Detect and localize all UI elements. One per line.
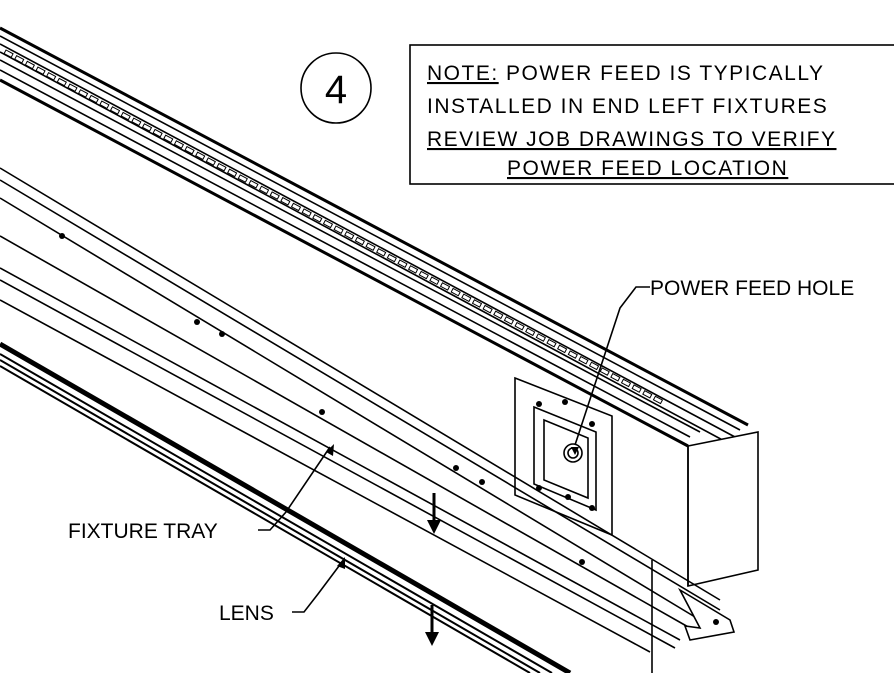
perforation-slot (120, 111, 131, 121)
perforation-slot (46, 72, 57, 81)
perforation-slot (631, 384, 642, 393)
perforation-slot (397, 259, 408, 269)
note-box: NOTE: POWER FEED IS TYPICALLY INSTALLED … (409, 44, 894, 185)
perforation-slot (471, 299, 483, 308)
perforation-slot (269, 191, 280, 200)
step-number-badge: 4 (300, 52, 372, 124)
note-line-4: POWER FEED LOCATION (507, 157, 788, 180)
perforation-slot (67, 83, 78, 93)
perforation-slot (620, 378, 632, 388)
callout-fixture-tray: FIXTURE TRAY (68, 444, 334, 543)
perforation-slot (258, 185, 270, 195)
down-arrow-lens (425, 605, 439, 646)
perforation-slot (376, 248, 387, 257)
perforation-slot (131, 117, 142, 127)
perforation-slot (35, 66, 46, 75)
perforation-slot (567, 350, 578, 359)
perforation-slot (354, 236, 366, 246)
fixture-housing (0, 26, 759, 588)
perforation-slot (333, 225, 344, 234)
perforation-slot (514, 321, 525, 331)
perforation-slot (77, 89, 89, 98)
perforation-slot (205, 157, 216, 166)
note-line-1: NOTE: POWER FEED IS TYPICALLY (427, 62, 824, 85)
note-line-2: INSTALLED IN END LEFT FIXTURES (427, 95, 828, 118)
perforation-slot (99, 100, 110, 110)
perforation-slot (56, 77, 67, 87)
perforation-slot (461, 293, 472, 303)
perforation-slot (322, 219, 334, 229)
perforation-slot (3, 49, 14, 58)
perforation-slot (14, 55, 25, 64)
perforation-slot (535, 333, 546, 342)
rail-perforations (3, 49, 664, 405)
step-number: 4 (325, 68, 347, 112)
down-arrow-tray (427, 493, 441, 534)
perforation-slot (344, 231, 355, 240)
perforation-slot (237, 174, 248, 183)
callout-power-feed-hole: POWER FEED HOLE (571, 277, 854, 455)
perforation-slot (173, 140, 185, 149)
perforation-slot (556, 344, 568, 354)
perforation-slot (450, 287, 461, 297)
lens-body (0, 341, 572, 673)
callout-lens: LENS (219, 557, 345, 625)
perforation-slot (642, 389, 653, 399)
perforation-slot (407, 265, 419, 274)
power-feed-hole-label: POWER FEED HOLE (650, 277, 854, 300)
perforation-slot (546, 338, 557, 348)
perforation-slot (24, 60, 36, 70)
perforation-slot (610, 372, 621, 382)
perforation-slot (493, 310, 504, 320)
perforation-slot (88, 94, 99, 104)
perforation-slot (312, 213, 323, 223)
fixture-tray-body (0, 167, 736, 673)
perforation-slot (578, 355, 589, 365)
perforation-slot (152, 128, 163, 138)
perforation-slot (301, 208, 312, 217)
perforation-slot (195, 151, 206, 161)
fixture-tray-label: FIXTURE TRAY (68, 520, 218, 543)
lens-label: LENS (219, 602, 274, 625)
note-prefix: NOTE: (427, 62, 499, 85)
perforation-slot (184, 145, 195, 155)
perforation-slot (525, 327, 536, 337)
perforation-slot (163, 134, 174, 144)
perforation-slot (503, 316, 515, 325)
perforation-slot (141, 123, 153, 132)
perforation-slot (482, 304, 493, 314)
perforation-slot (248, 179, 259, 189)
perforation-slot (365, 242, 376, 251)
perforation-slot (439, 282, 451, 291)
perforation-slot (290, 202, 302, 212)
perforation-slot (109, 106, 121, 115)
perforation-slot (216, 162, 227, 172)
perforation-slot (429, 276, 440, 286)
perforation-slot (652, 395, 664, 405)
perforation-slot (599, 367, 610, 376)
note-line-3: REVIEW JOB DRAWINGS TO VERIFY (427, 128, 837, 151)
perforation-slot (588, 361, 600, 371)
perforation-slot (386, 253, 397, 263)
perforation-slot (418, 270, 429, 280)
perforation-slot (226, 168, 238, 178)
perforation-slot (280, 196, 291, 206)
power-feed-plate (514, 376, 613, 537)
